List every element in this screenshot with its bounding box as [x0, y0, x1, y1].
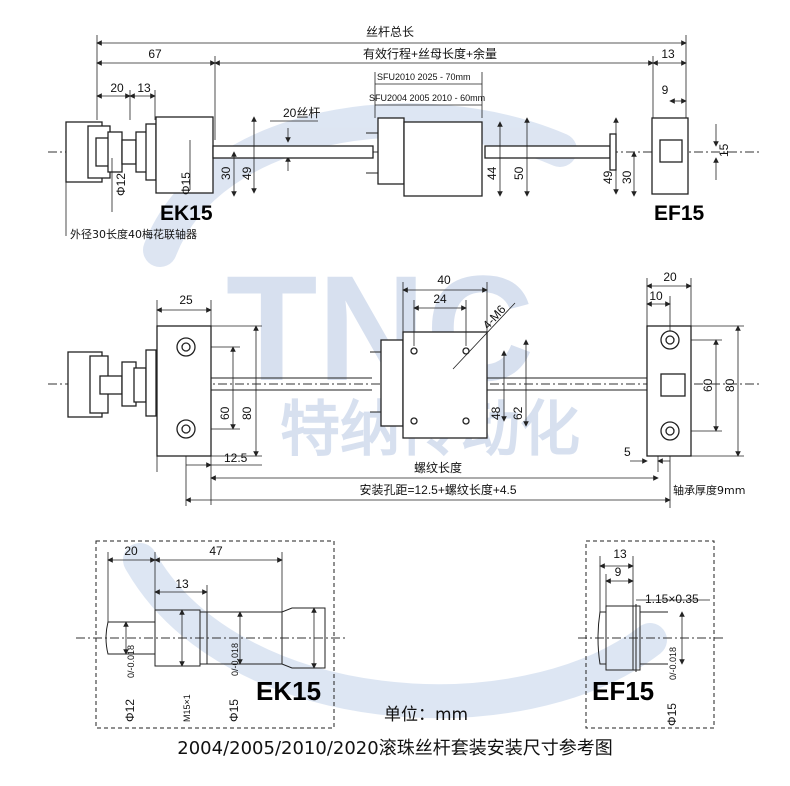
dim-67: 67 [148, 47, 162, 61]
rod-label: 20丝杆 [283, 106, 320, 120]
sfu-note-2: SFU2004 2005 2010 - 60mm [369, 93, 485, 103]
label-ef15-detail: EF15 [592, 676, 654, 706]
ek15-detail: 20 47 13 Φ12 0/-0.018 M15×1 Φ15 0/-0.018… [76, 540, 346, 729]
sfu-note-1: SFU2010 2025 - 70mm [377, 72, 471, 82]
label-ek15-detail: EK15 [256, 676, 321, 706]
unit-label: 单位：mm [384, 705, 468, 725]
top-view: 丝杆总长 67 有效行程+丝母长度+余量 13 20 13 9 SFU2010 … [48, 25, 760, 241]
dim-48: 48 [489, 406, 503, 420]
dim-60-left: 60 [218, 406, 232, 420]
tol-phi15: 0/-0.018 [230, 643, 240, 676]
dim-13-right: 13 [661, 47, 675, 61]
dim-m15: M15×1 [182, 694, 192, 722]
dim-12-5: 12.5 [224, 451, 248, 465]
dim-49: 49 [240, 166, 254, 180]
dim-groove: 1.15×0.35 [645, 592, 699, 606]
tol-phi15-ef: 0/-0.018 [668, 647, 678, 680]
dim-phi15-ef: Φ15 [665, 703, 679, 726]
dim-13: 13 [137, 81, 151, 95]
label-ef15-top: EF15 [654, 202, 705, 225]
dim-44: 44 [485, 166, 499, 180]
dim-phi12-detail: Φ12 [123, 699, 137, 722]
caption: 2004/2005/2010/2020滚珠丝杆套装安装尺寸参考图 [177, 738, 612, 759]
screw-rod [212, 145, 374, 159]
middle-view: 4-M6 25 40 24 20 10 60 80 [48, 270, 760, 508]
dim-24: 24 [433, 292, 447, 306]
dim-phi15-detail: Φ15 [227, 699, 241, 722]
dim-47: 47 [209, 544, 223, 558]
dim-thread-length: 螺纹长度 [414, 460, 462, 475]
dim-hole-distance: 安装孔距=12.5+螺纹长度+4.5 [359, 482, 516, 497]
dim-40: 40 [437, 273, 451, 287]
dim-60-right: 60 [701, 378, 715, 392]
dim-total-length: 丝杆总长 [366, 25, 414, 39]
label-ek15-top: EK15 [160, 202, 213, 225]
dim-10: 10 [649, 289, 663, 303]
ballnut-body [403, 121, 483, 197]
dim-30: 30 [219, 166, 233, 180]
ballnut-flange [377, 117, 405, 185]
dim-phi15: Φ15 [179, 172, 193, 195]
dim-13-ef: 13 [613, 547, 627, 561]
bearing-note: 轴承厚度9mm [673, 483, 745, 497]
dim-49-right: 49 [601, 170, 615, 184]
ef15-detail: 13 9 1.15×0.35 Φ15 0/-0.018 EF15 [578, 540, 724, 729]
dim-62: 62 [511, 406, 525, 420]
dim-80-right: 80 [723, 378, 737, 392]
dim-13-detail: 13 [175, 577, 189, 591]
dim-effective: 有效行程+丝母长度+余量 [363, 46, 497, 61]
dim-phi12: Φ12 [114, 173, 128, 196]
dim-80-left: 80 [240, 406, 254, 420]
dim-30-right: 30 [620, 170, 634, 184]
dim-25: 25 [179, 293, 193, 307]
dim-20: 20 [110, 81, 124, 95]
dim-20-detail: 20 [124, 544, 138, 558]
dim-20-mid: 20 [663, 270, 677, 284]
dim-50: 50 [512, 166, 526, 180]
coupling-note: 外径30长度40梅花联轴器 [70, 227, 197, 241]
dim-9-ef: 9 [615, 565, 622, 579]
tol-phi12: 0/-0.018 [126, 645, 136, 678]
dim-9: 9 [662, 83, 669, 97]
dim-5: 5 [624, 445, 631, 459]
dim-15: 15 [717, 143, 731, 157]
